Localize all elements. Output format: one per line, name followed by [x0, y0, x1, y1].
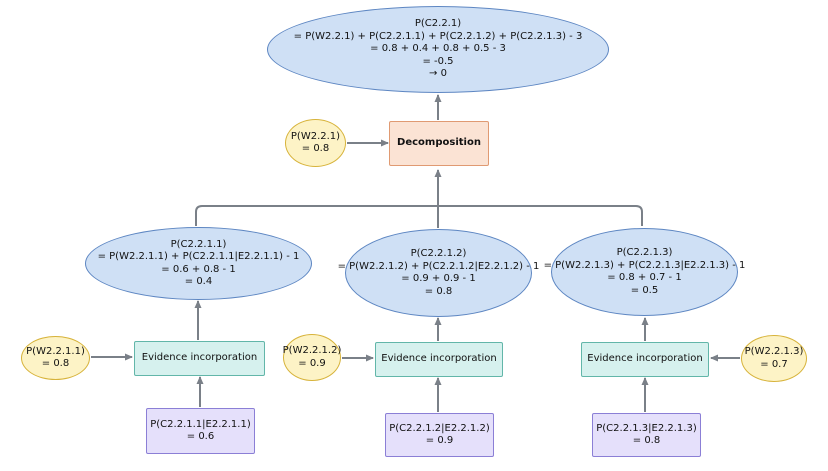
- branch-3-result-line-2: = P(W2.2.1.3) + P(C2.2.1.3|E2.2.1.3) - 1: [543, 259, 746, 271]
- branch-3-weight-line-2: = 0.7: [760, 358, 788, 370]
- branch-2-evidence-label: Evidence incorporation: [381, 353, 497, 365]
- branch-3-result-line-3: = 0.8 + 0.7 - 1: [607, 272, 682, 283]
- decomposition-label: Decomposition: [397, 137, 481, 149]
- branch-3-conditional-line-2: = 0.8: [632, 435, 661, 446]
- branch-1-weight-line-2: = 0.8: [41, 358, 70, 369]
- edge-branch-1-to-decomposition: [195, 205, 438, 226]
- branch-3-evidence-box: Evidence incorporation: [581, 342, 709, 377]
- branch-1-conditional-box: P(C2.2.1.1|E2.2.1.1) = 0.6: [146, 408, 255, 454]
- root-weight-line-2: = 0.8: [301, 143, 330, 154]
- root-weight-ellipse: P(W2.2.1) = 0.8: [285, 119, 346, 167]
- branch-1-conditional-line-1: P(C2.2.1.1|E2.2.1.1): [150, 418, 251, 430]
- decomposition-box: Decomposition: [389, 121, 489, 166]
- branch-3-weight-ellipse: P(W2.2.1.3) = 0.7: [741, 335, 807, 382]
- branch-3-result-line-4: = 0.5: [630, 284, 659, 296]
- branch-1-result-line-3: = 0.6 + 0.8 - 1: [161, 263, 236, 275]
- branch-2-weight-ellipse: P(W2.2.1.2) = 0.9: [283, 334, 341, 381]
- branch-2-evidence-box: Evidence incorporation: [375, 342, 503, 377]
- branch-2-result-line-4: = 0.8: [424, 285, 453, 297]
- branch-1-result-line-4: = 0.4: [184, 276, 213, 287]
- branch-2-conditional-line-2: = 0.9: [425, 435, 454, 446]
- branch-3-weight-line-1: P(W2.2.1.3): [744, 346, 804, 357]
- branch-2-conditional-box: P(C2.2.1.2|E2.2.1.2) = 0.9: [385, 413, 494, 457]
- branch-3-conditional-line-1: P(C2.2.1.3|E2.2.1.3): [596, 422, 697, 434]
- branch-3-result-line-1: P(C2.2.1.3): [616, 247, 673, 258]
- root-result-line-1: P(C2.2.1): [414, 18, 462, 30]
- root-result-line-4: = -0.5: [422, 55, 454, 67]
- branch-2-result-ellipse: P(C2.2.1.2) = P(W2.2.1.2) + P(C2.2.1.2|E…: [338, 229, 539, 317]
- branch-3-result-ellipse: P(C2.2.1.3) = P(W2.2.1.3) + P(C2.2.1.3|E…: [544, 228, 745, 316]
- branch-2-result-line-3: = 0.9 + 0.9 - 1: [401, 273, 476, 284]
- root-result-line-2: = P(W2.2.1) + P(C2.2.1.1) + P(C2.2.1.2) …: [293, 30, 583, 42]
- branch-1-evidence-box: Evidence incorporation: [134, 341, 265, 376]
- branch-2-result-line-2: = P(W2.2.1.2) + P(C2.2.1.2|E2.2.1.2) - 1: [337, 260, 540, 272]
- branch-2-weight-line-2: = 0.9: [298, 357, 326, 369]
- branch-2-conditional-line-1: P(C2.2.1.2|E2.2.1.2): [389, 422, 490, 434]
- root-result-ellipse: P(C2.2.1) = P(W2.2.1) + P(C2.2.1.1) + P(…: [267, 6, 609, 93]
- branch-1-conditional-line-2: = 0.6: [186, 431, 215, 442]
- root-result-line-5: → 0: [429, 68, 447, 80]
- branch-2-weight-line-1: P(W2.2.1.2): [282, 345, 342, 356]
- branch-3-evidence-label: Evidence incorporation: [587, 353, 703, 365]
- branch-2-result-line-1: P(C2.2.1.2): [410, 248, 467, 259]
- branch-1-weight-line-1: P(W2.2.1.1): [26, 345, 85, 357]
- branch-1-evidence-label: Evidence incorporation: [141, 352, 258, 364]
- root-weight-line-1: P(W2.2.1): [290, 130, 341, 142]
- branch-3-conditional-box: P(C2.2.1.3|E2.2.1.3) = 0.8: [592, 413, 701, 457]
- branch-1-weight-ellipse: P(W2.2.1.1) = 0.8: [21, 336, 90, 380]
- branch-1-result-line-2: = P(W2.2.1.1) + P(C2.2.1.1|E2.2.1.1) - 1: [97, 251, 300, 262]
- branch-1-result-ellipse: P(C2.2.1.1) = P(W2.2.1.1) + P(C2.2.1.1|E…: [85, 227, 312, 300]
- branch-1-result-line-1: P(C2.2.1.1): [170, 238, 227, 250]
- root-result-line-3: = 0.8 + 0.4 + 0.8 + 0.5 - 3: [370, 43, 506, 55]
- edge-branch-3-to-decomposition: [438, 205, 643, 226]
